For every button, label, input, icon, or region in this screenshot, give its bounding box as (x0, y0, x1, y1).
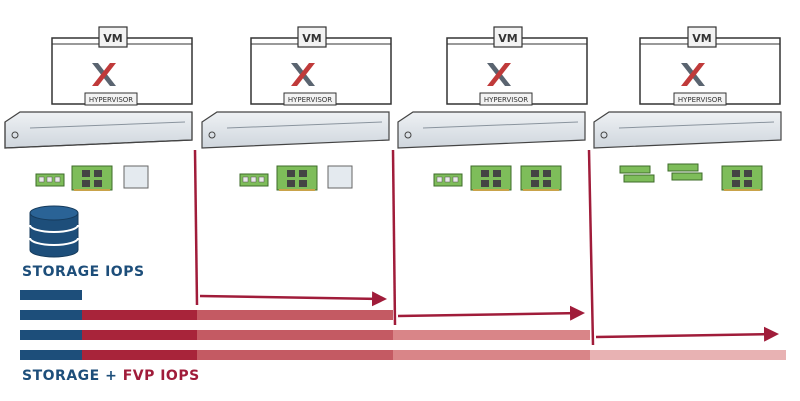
hba-card (520, 165, 562, 191)
fvp-iops-bar (82, 310, 197, 320)
fvp-iops-bar (197, 310, 393, 320)
server (4, 111, 193, 149)
storage-plus-text: STORAGE + (22, 368, 123, 384)
arrow-right-icon (595, 326, 779, 342)
fvp-iops-bar (82, 350, 197, 360)
nic-card (433, 173, 463, 187)
fvp-iops-bar (197, 350, 393, 360)
host-dividers (193, 149, 595, 346)
ram-card (667, 163, 703, 181)
storage-iops-bar (20, 330, 82, 340)
ssd-card (123, 165, 149, 189)
fvp-iops-bar (393, 350, 590, 360)
fvp-iops-bar (590, 350, 786, 360)
vm-label: VM (692, 32, 711, 45)
server (593, 111, 782, 149)
ssd-card (327, 165, 353, 189)
nic-card (35, 173, 65, 187)
divider-line (193, 149, 199, 306)
database-icon (29, 205, 79, 258)
hba-card (71, 165, 113, 191)
hba-card (276, 165, 318, 191)
storage-iops-bar (20, 290, 82, 300)
hypervisor-label: HYPERVISOR (89, 96, 133, 104)
logo-x-icon (487, 63, 511, 86)
iops-bars (20, 290, 786, 360)
storage-iops-label: STORAGE IOPS (22, 264, 145, 280)
hypervisor-label: HYPERVISOR (288, 96, 332, 104)
hba-card (470, 165, 512, 191)
host-1: VM HYPERVISOR (4, 26, 193, 191)
logo-x-icon (681, 63, 705, 86)
scale-arrows (199, 291, 779, 342)
storage-fvp-iops-label: STORAGE + FVP IOPS (22, 368, 200, 384)
divider-line (391, 149, 397, 326)
storage-iops-bar (20, 350, 82, 360)
hypervisor-label: HYPERVISOR (678, 96, 722, 104)
vm-label: VM (103, 32, 122, 45)
fvp-iops-bar (197, 330, 393, 340)
host-3: VM HYPERVISOR (397, 26, 588, 191)
ram-card (619, 165, 655, 183)
vm-label: VM (302, 32, 321, 45)
hypervisor-label: HYPERVISOR (484, 96, 528, 104)
server (201, 111, 390, 149)
server (397, 111, 586, 149)
logo-x-icon (291, 63, 315, 86)
fvp-iops-text: FVP IOPS (122, 368, 200, 384)
host-4: VM HYPERVISOR (593, 26, 782, 191)
divider-line (587, 149, 595, 346)
nic-card (239, 173, 269, 187)
logo-x-icon (92, 63, 116, 86)
hba-card (721, 165, 763, 191)
storage-iops-bar (20, 310, 82, 320)
vm-label: VM (498, 32, 517, 45)
arrow-right-icon (199, 291, 387, 307)
fvp-iops-bar (82, 330, 197, 340)
host-2: VM HYPERVISOR (201, 26, 392, 191)
fvp-iops-bar (393, 330, 590, 340)
arrow-right-icon (397, 305, 585, 321)
